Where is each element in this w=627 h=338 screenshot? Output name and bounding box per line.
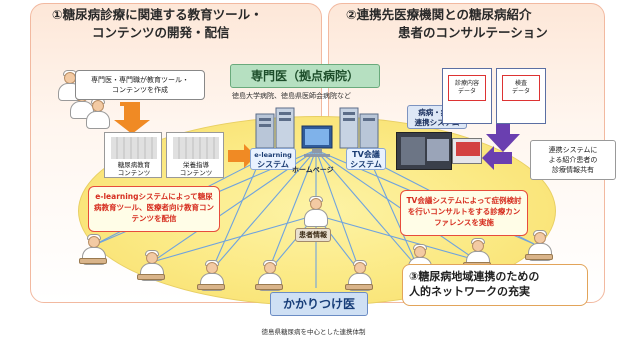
- creator-note-line-2: コンテンツを作成: [112, 86, 168, 94]
- tv-label-line-2: システム: [350, 160, 382, 169]
- document-frame: 診療内容 データ: [442, 68, 492, 124]
- monitor-screen-right: [427, 139, 449, 161]
- homepage-label: ホームページ: [292, 166, 334, 174]
- elearning-callout: e-learningシステムによって糖尿病教育ツール、医療者向け教育コンテンツを…: [88, 186, 220, 232]
- document-label-line-2: データ: [511, 88, 530, 95]
- contents-card-nutrition: 栄養指導コンテンツ: [166, 132, 224, 178]
- section-3-box: ③糖尿病地域連携のための 人的ネットワークの充実: [402, 264, 588, 306]
- liaison-note-line-1: 連携システムに: [548, 146, 598, 154]
- section-2-heading-line-2: 患者のコンサルテーション: [398, 25, 548, 40]
- liaison-label-line-2: 連携システム: [414, 118, 460, 127]
- contents-image: [111, 137, 157, 159]
- document-label-line-1: 検査: [514, 80, 527, 87]
- orange-arrow-down: [114, 102, 150, 134]
- document-inner: 診療内容 データ: [448, 75, 486, 101]
- server-icon: [255, 107, 295, 149]
- liaison-label-line-1: 病病・病診: [418, 108, 456, 117]
- figure-caption: 徳島県糖尿病を中心とした連携体制: [261, 328, 366, 336]
- doctor-icon: [302, 196, 328, 228]
- section-3-line-2: 人的ネットワークの充実: [409, 285, 530, 298]
- doctor-icon: [84, 98, 110, 130]
- creator-note: 専門医・専門職が教育ツール・ コンテンツを作成: [75, 70, 205, 100]
- contents-label-line-1: 糖尿病教育: [117, 161, 151, 169]
- family-doctor-label: かかりつけ医: [270, 292, 368, 316]
- liaison-info-note: 連携システムに よる紹介患者の 診療情報共有: [530, 140, 616, 180]
- monitor-screen: [456, 142, 480, 156]
- liaison-note-line-2: よる紹介患者の: [548, 156, 598, 164]
- section-2-heading-line-1: ②連携先医療機関との糖尿病紹介: [346, 7, 532, 22]
- liaison-note-line-3: 診療情報共有: [552, 166, 594, 174]
- creator-note-line-1: 専門医・専門職が教育ツール・: [91, 76, 189, 84]
- document-inner: 検査 データ: [502, 75, 540, 101]
- document-frame: 検査 データ: [496, 68, 546, 124]
- monitor-icon: [452, 138, 482, 164]
- section-1-heading-line-1: ①糖尿病診療に関連する教育ツール・: [52, 7, 263, 22]
- contents-image: [173, 137, 219, 159]
- doctor-icon: [255, 260, 283, 292]
- monitor-screen-left: [401, 137, 425, 165]
- section-3-line-1: ③糖尿病地域連携のための: [409, 270, 540, 283]
- document-label-line-1: 診療内容: [454, 80, 479, 87]
- computer-icon: [301, 125, 333, 157]
- server-cluster: [255, 107, 379, 157]
- elearning-label-line-2: システム: [257, 160, 289, 169]
- contents-label-line-1: 栄養指導: [183, 161, 209, 169]
- server-icon: [339, 107, 379, 149]
- doctor-icon: [137, 250, 165, 282]
- contents-card-education: 糖尿病教育コンテンツ: [104, 132, 162, 178]
- document-label-line-2: データ: [457, 88, 476, 95]
- orange-arrow-right: [228, 144, 256, 168]
- section-1-heading-line-2: コンテンツの開発・配信: [92, 25, 230, 40]
- doctor-icon: [525, 230, 553, 262]
- purple-arrow-down: [486, 112, 520, 152]
- tv-label-line-1: TV会議: [352, 150, 380, 159]
- tv-system-badge: TV会議 システム: [346, 148, 386, 170]
- doctor-icon: [345, 260, 373, 292]
- elearning-label-line-1: e-learning: [254, 151, 292, 159]
- contents-label-line-2: コンテンツ: [117, 169, 151, 177]
- hub-specialist-label: 専門医（拠点病院）: [230, 64, 380, 88]
- doctor-icon: [197, 260, 225, 292]
- elearning-system-badge: e-learning システム: [250, 148, 296, 170]
- patient-info-label: 患者情報: [295, 228, 331, 242]
- doctor-icon: [79, 234, 107, 266]
- hub-note: 徳島大学病院、徳島県医師会病院など: [232, 92, 351, 100]
- tv-conference-callout: TV会議システムによって症例検討を行いコンサルトをする診療カンファレンスを実施: [400, 190, 528, 236]
- purple-arrow-left: [482, 146, 512, 170]
- monitor-icon: [396, 132, 452, 170]
- contents-label-line-2: コンテンツ: [179, 169, 213, 177]
